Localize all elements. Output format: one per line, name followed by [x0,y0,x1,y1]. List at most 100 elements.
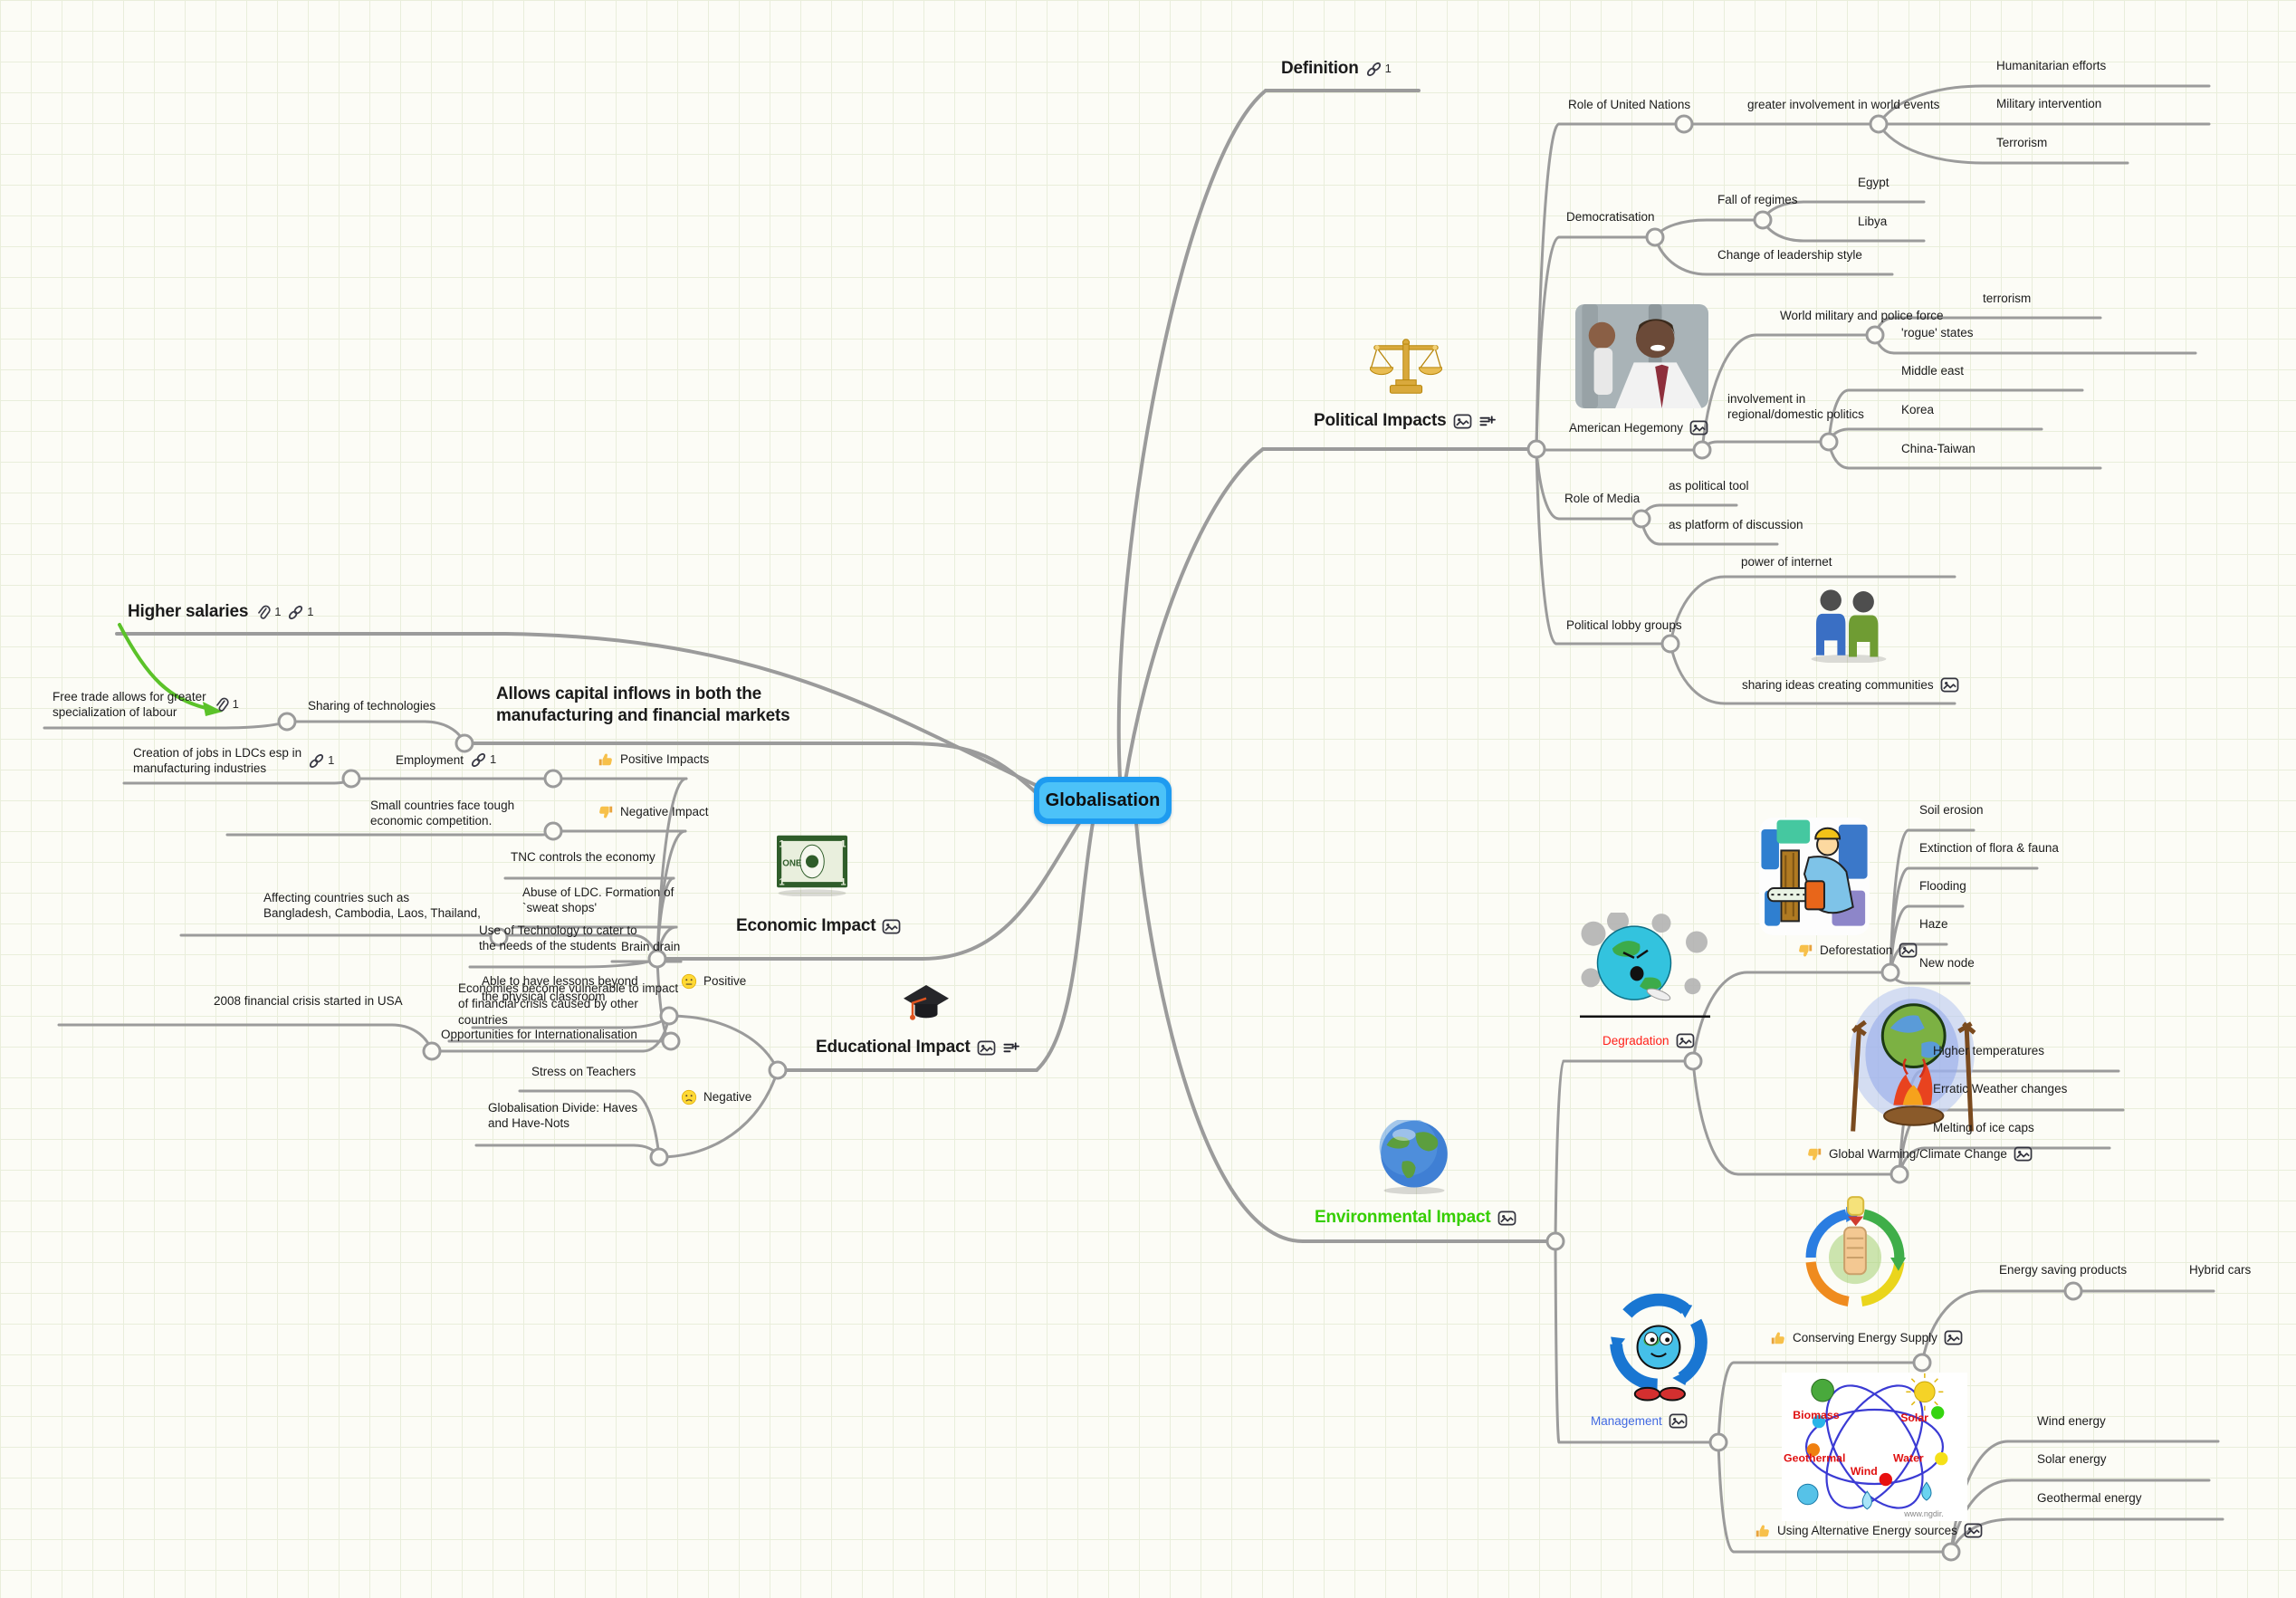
image-icon[interactable] [1944,1329,1963,1346]
toggle-positive_ed[interactable] [659,1006,679,1026]
toggle-energy_saving[interactable] [2063,1281,2083,1301]
scales-image[interactable] [1369,322,1443,405]
image-icon[interactable] [1689,419,1708,436]
node-sharing_ideas[interactable]: sharing ideas creating communities [1742,676,1959,694]
toggle-political[interactable] [1526,439,1546,459]
globe-image[interactable] [1378,1117,1450,1199]
obama-image[interactable] [1575,304,1708,413]
node-negative_ed[interactable]: Negative [681,1089,751,1105]
image-icon[interactable] [1899,942,1918,959]
noteadd-icon[interactable] [1478,413,1496,430]
node-china_taiwan[interactable]: China-Taiwan [1901,441,1976,456]
node-global_warming[interactable]: Global Warming/Climate Change [1806,1145,2033,1163]
node-as_platform[interactable]: as platform of discussion [1669,517,1803,532]
image-icon[interactable] [2014,1145,2033,1163]
node-tnc[interactable]: TNC controls the economy [511,849,655,865]
node-new_node[interactable]: New node [1919,955,1975,971]
node-rogue_states[interactable]: 'rogue' states [1901,325,1973,340]
node-abuse_ldc[interactable]: Abuse of LDC. Formation of`sweat shops' [522,885,674,916]
earthfire-image[interactable] [1834,985,1990,1143]
image-icon[interactable] [1964,1522,1983,1539]
toggle-world_military[interactable] [1865,325,1885,345]
node-soil_erosion[interactable]: Soil erosion [1919,802,1984,818]
node-educational[interactable]: Educational Impact [816,1037,1019,1058]
node-degradation[interactable]: Degradation [1602,1032,1695,1049]
image-icon[interactable] [1497,1210,1516,1227]
node-terrorism2[interactable]: terrorism [1983,291,2031,306]
mascots-image[interactable]: Biomass Solar Geothermal Water Wind www.… [1782,1373,1967,1526]
earthcough-image[interactable] [1577,910,1713,1022]
link-icon[interactable]: 1 [1365,61,1392,78]
node-energy_saving[interactable]: Energy saving products [1999,1262,2127,1277]
node-american_hegemony[interactable]: American Hegemony [1569,419,1708,436]
node-role_un[interactable]: Role of United Nations [1568,97,1690,112]
node-higher_temps[interactable]: Higher temperatures [1933,1043,2044,1058]
image-icon[interactable] [882,918,901,935]
node-political[interactable]: Political Impacts [1314,410,1496,432]
node-conserving_energy[interactable]: Conserving Energy Supply [1770,1329,1963,1346]
node-erratic_weather[interactable]: Erratic Weather changes [1933,1081,2067,1096]
root-node-label[interactable]: Globalisation [1039,782,1166,818]
node-melting_ice[interactable]: Melting of ice caps [1933,1120,2034,1135]
toggle-positive_impacts[interactable] [543,769,563,789]
link-icon[interactable]: 1 [308,752,334,770]
toggle-employment[interactable] [341,769,361,789]
gradcap-image[interactable] [904,985,949,1028]
toggle-environmental[interactable] [1545,1231,1565,1251]
image-icon[interactable] [1940,676,1959,694]
node-stress_teachers[interactable]: Stress on Teachers [531,1064,636,1079]
node-extinction[interactable]: Extinction of flora & fauna [1919,840,2059,856]
node-sharing_tech[interactable]: Sharing of technologies [308,698,435,713]
root-node-globalisation[interactable]: Globalisation [1034,777,1172,824]
toggle-opportunities[interactable] [422,1041,442,1061]
toggle-sharing_tech[interactable] [277,712,297,732]
node-terrorism_un[interactable]: Terrorism [1996,135,2047,150]
node-economic[interactable]: Economic Impact [736,915,901,937]
fist-image[interactable] [1795,1186,1915,1328]
toggle-negative_ed[interactable] [649,1147,669,1167]
node-democratisation[interactable]: Democratisation [1566,209,1655,225]
node-as_political_tool[interactable]: as political tool [1669,478,1749,493]
node-flooding[interactable]: Flooding [1919,878,1966,894]
toggle-management[interactable] [1708,1432,1728,1452]
toggle-economies_vulnerable[interactable] [661,1031,681,1051]
toggle-lobby_groups[interactable] [1660,634,1680,654]
node-geothermal[interactable]: Geothermal energy [2037,1490,2142,1506]
node-alt_energy[interactable]: Using Alternative Energy sources [1755,1522,1983,1539]
toggle-american_hegemony[interactable] [1692,440,1712,460]
toggle-allows_capital[interactable] [454,733,474,753]
toggle-degradation[interactable] [1683,1051,1703,1071]
toggle-affecting_countries-mid[interactable] [489,927,509,947]
node-haze[interactable]: Haze [1919,916,1948,932]
toggle-greater_involvement[interactable] [1869,114,1889,134]
node-positive_impacts[interactable]: Positive Impacts [598,751,709,768]
toggle-global_warming[interactable] [1889,1164,1909,1184]
node-opportunities[interactable]: Opportunities for Internationalisation [441,1027,637,1042]
dollar-image[interactable]: ONE 1 1 1 1 [777,833,847,901]
recycle-image[interactable] [1596,1286,1721,1413]
node-middle_east[interactable]: Middle east [1901,363,1964,378]
toggle-conserving_energy[interactable] [1912,1353,1932,1373]
node-environmental[interactable]: Environmental Impact [1315,1207,1516,1229]
toggle-negative_impact[interactable] [543,821,563,841]
node-military_intervention[interactable]: Military intervention [1996,96,2101,111]
node-lobby_groups[interactable]: Political lobby groups [1566,617,1682,633]
node-management[interactable]: Management [1591,1412,1688,1430]
toggle-deforestation[interactable] [1880,962,1900,982]
image-icon[interactable] [1453,413,1472,430]
node-role_media[interactable]: Role of Media [1564,491,1640,506]
node-brain_drain[interactable]: Brain drain [621,939,680,954]
noteadd-icon[interactable] [1002,1039,1019,1057]
chainsaw-image[interactable] [1759,818,1870,940]
node-negative_impact[interactable]: Negative Impact [598,804,709,820]
